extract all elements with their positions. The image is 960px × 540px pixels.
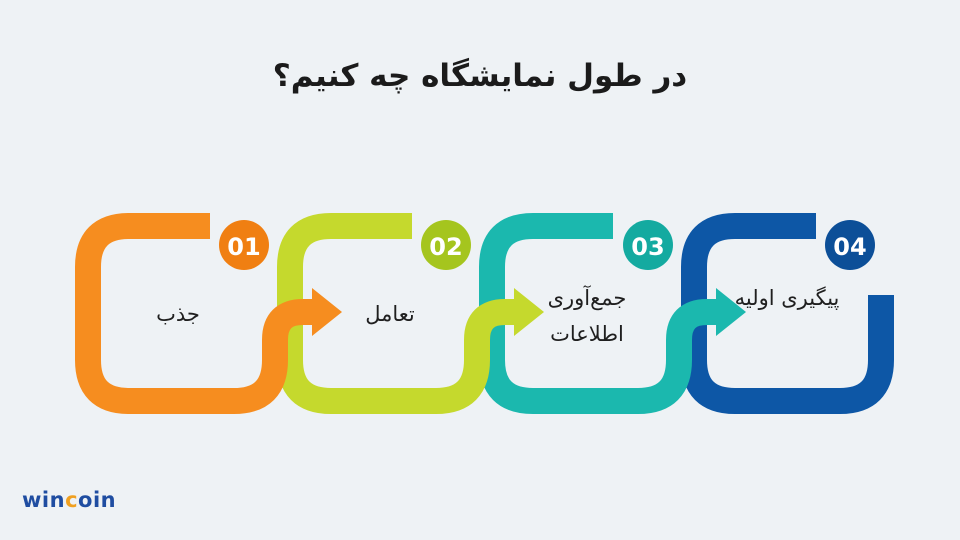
step-3-badge: 03 (618, 215, 678, 275)
brand-logo: wincoin (22, 488, 117, 512)
step-3-arrow (716, 288, 746, 336)
step-2-shape (277, 213, 544, 414)
page-title: در طول نمایشگاه چه کنیم؟ (272, 58, 688, 94)
step-3-shape (479, 213, 746, 414)
step-3-number: 03 (631, 233, 664, 261)
step-1-badge: 01 (214, 215, 274, 275)
step-4-badge: 04 (820, 215, 880, 275)
step-2-label: تعامل (365, 302, 415, 326)
step-3-label: جمع‌آوری اطلاعات (547, 286, 627, 346)
step-2-badge: 02 (416, 215, 476, 275)
step-2-arrow (514, 288, 544, 336)
step-1-arrow (312, 288, 342, 336)
step-4-label: پیگیری اولیه (734, 286, 840, 310)
step-2-number: 02 (429, 233, 462, 261)
step-4-number: 04 (833, 233, 866, 261)
step-1-number: 01 (227, 233, 260, 261)
step-1-label: جذب (156, 302, 200, 326)
step-1-shape (75, 213, 342, 414)
step-4-shape (681, 213, 894, 414)
